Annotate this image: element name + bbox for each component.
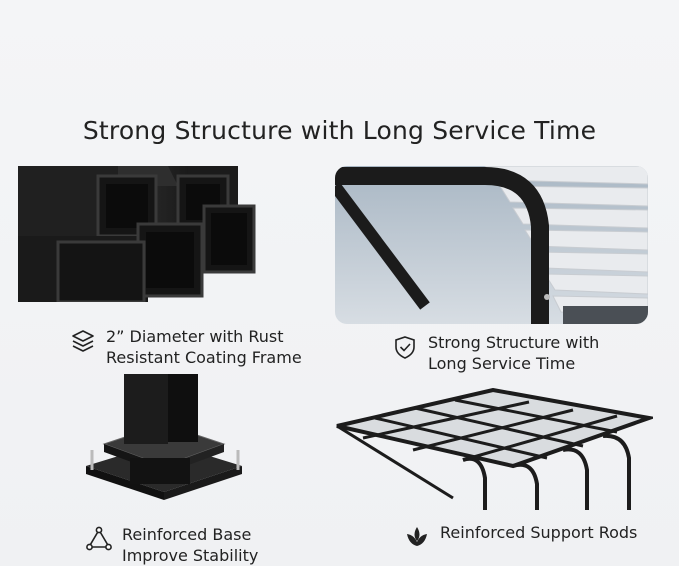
feature-structure: Strong Structure with Long Service Time [392,332,599,374]
feature-base: Reinforced Base Improve Stability [86,524,258,566]
layers-icon [72,330,94,352]
shield-check-icon [395,336,415,359]
leaf-rod-icon [407,527,427,546]
triangle-nodes-icon [86,526,112,551]
page-title: Strong Structure with Long Service Time [82,116,597,145]
feature-frame-line1: 2” Diameter with Rust [106,327,284,346]
reinforced-base-image [78,374,250,502]
feature-rods: Reinforced Support Rods [404,522,637,550]
feature-structure-line2: Long Service Time [428,354,576,373]
feature-frame: 2” Diameter with Rust Resistant Coating … [70,326,302,368]
feature-base-line1: Reinforced Base [122,525,252,544]
feature-frame-line2: Resistant Coating Frame [106,348,302,367]
support-rods-image [333,388,653,510]
feature-rods-line1: Reinforced Support Rods [440,523,638,542]
square-tubes-image [18,166,258,302]
feature-structure-line1: Strong Structure with [428,333,600,352]
frame-corner-image [335,166,648,324]
feature-base-line2: Improve Stability [122,546,259,565]
